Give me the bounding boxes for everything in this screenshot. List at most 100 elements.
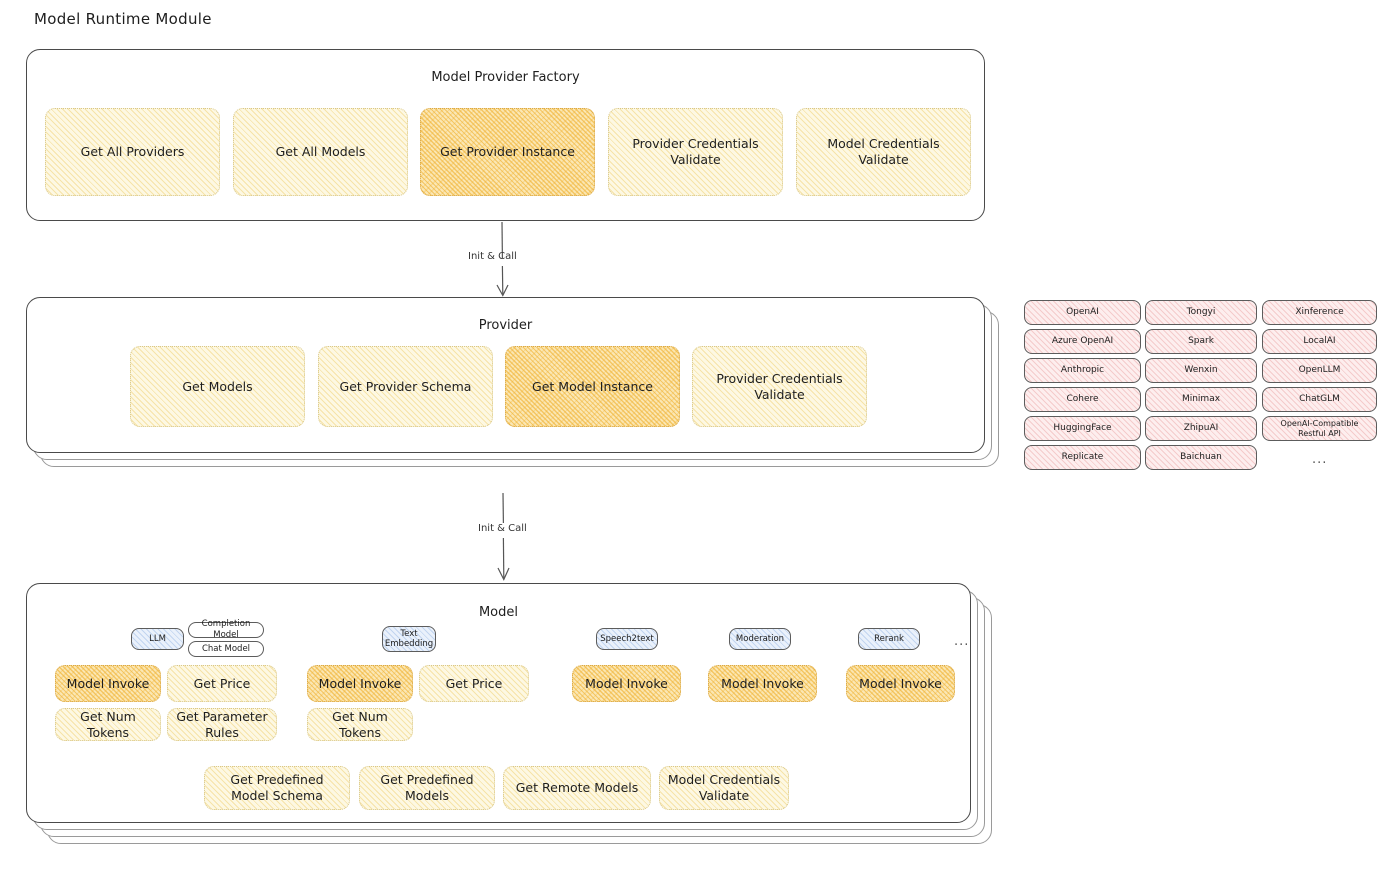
provider-tag-openai-compatible-restful-api[interactable]: OpenAI-Compatible Restful API: [1262, 416, 1377, 441]
method-label: Get Num Tokens: [332, 708, 388, 740]
model-type-label: Moderation: [735, 633, 785, 644]
provider-method-label: Provider Credentials Validate: [716, 370, 843, 402]
arrow-icon: [496, 221, 509, 297]
llm-method-model-invoke[interactable]: Model Invoke: [55, 665, 161, 702]
provider-tag-tongyi[interactable]: Tongyi: [1145, 300, 1257, 325]
factory-method-label: Get All Providers: [80, 144, 185, 160]
model-shared-method-get-remote-models[interactable]: Get Remote Models: [503, 766, 651, 810]
provider-tag-label: Cohere: [1066, 393, 1099, 404]
method-label: Get Parameter Rules: [176, 708, 268, 740]
method-label: Get Predefined Models: [380, 772, 474, 803]
provider-tag-zhipuai[interactable]: ZhipuAI: [1145, 416, 1257, 441]
method-label: Model Invoke: [66, 675, 150, 691]
factory-method-get-all-providers[interactable]: Get All Providers: [45, 108, 220, 196]
model-subtype-chat-model[interactable]: Chat Model: [188, 641, 264, 657]
provider-method-label: Get Models: [182, 378, 253, 394]
method-label: Get Remote Models: [515, 780, 639, 796]
provider-tag-label: Minimax: [1181, 393, 1221, 404]
provider-tag-label: OpenLLM: [1298, 364, 1341, 375]
text-embedding-method-model-invoke[interactable]: Model Invoke: [307, 665, 413, 702]
provider-tag-label: Wenxin: [1184, 364, 1218, 375]
provider-tag-replicate[interactable]: Replicate: [1024, 445, 1141, 470]
provider-tag-huggingface[interactable]: HuggingFace: [1024, 416, 1141, 441]
method-label: Get Predefined Model Schema: [230, 772, 324, 803]
provider-tag-openai[interactable]: OpenAI: [1024, 300, 1141, 325]
provider-tag-label: Anthropic: [1060, 364, 1105, 375]
text-embedding-method-get-num-tokens[interactable]: Get Num Tokens: [307, 708, 413, 741]
moderation-method-model-invoke[interactable]: Model Invoke: [708, 665, 817, 702]
model-shared-method-get-predefined-model-schema[interactable]: Get Predefined Model Schema: [204, 766, 350, 810]
model-types-more: ...: [954, 634, 970, 649]
provider-tag-label: ChatGLM: [1299, 393, 1340, 404]
method-label: Get Price: [445, 675, 503, 691]
provider-tag-xinference[interactable]: Xinference: [1262, 300, 1377, 325]
provider-tag-label: OpenAI: [1066, 306, 1099, 317]
provider-tag-label: Spark: [1188, 335, 1214, 346]
provider-list-more: ...: [1312, 452, 1328, 467]
provider-tag-localai[interactable]: LocalAI: [1262, 329, 1377, 354]
provider-tag-cohere[interactable]: Cohere: [1024, 387, 1141, 412]
provider-tag-label: LocalAI: [1303, 335, 1336, 346]
llm-method-get-parameter-rules[interactable]: Get Parameter Rules: [167, 708, 277, 741]
model-type-label: LLM: [149, 633, 166, 644]
factory-method-label: Model Credentials Validate: [827, 136, 940, 167]
provider-method-label: Get Model Instance: [532, 378, 653, 394]
factory-method-label: Provider Credentials Validate: [632, 136, 759, 167]
llm-method-get-price[interactable]: Get Price: [167, 665, 277, 702]
method-label: Model Invoke: [318, 675, 402, 691]
provider-tag-label: Tongyi: [1186, 306, 1216, 317]
model-type-tag-rerank[interactable]: Rerank: [858, 628, 920, 650]
factory-method-provider-credentials-validate[interactable]: Provider Credentials Validate: [608, 108, 783, 196]
text-embedding-method-get-price[interactable]: Get Price: [419, 665, 529, 702]
arrow-icon: [497, 492, 510, 581]
provider-tag-label: ZhipuAI: [1183, 422, 1219, 433]
provider-method-get-model-instance[interactable]: Get Model Instance: [505, 346, 680, 427]
method-label: Model Invoke: [721, 675, 804, 691]
model-title: Model: [478, 605, 519, 620]
provider-method-label: Get Provider Schema: [339, 378, 472, 394]
provider-tag-spark[interactable]: Spark: [1145, 329, 1257, 354]
provider-card: Provider Get Models Get Provider Schema …: [26, 297, 985, 453]
provider-tag-minimax[interactable]: Minimax: [1145, 387, 1257, 412]
model-shared-method-model-credentials-validate[interactable]: Model Credentials Validate: [659, 766, 789, 810]
model-type-label: Speech2text: [600, 633, 654, 644]
model-type-tag-speech2text[interactable]: Speech2text: [596, 628, 658, 650]
page-title: Model Runtime Module: [34, 10, 212, 28]
model-subtype-label: Completion Model: [201, 619, 251, 640]
model-type-tag-text-embedding[interactable]: Text Embedding: [382, 626, 436, 652]
method-label: Model Credentials Validate: [667, 772, 781, 803]
provider-method-get-provider-schema[interactable]: Get Provider Schema: [318, 346, 493, 427]
provider-tag-label: Baichuan: [1180, 451, 1222, 462]
provider-method-provider-credentials-validate[interactable]: Provider Credentials Validate: [692, 346, 867, 427]
model-type-tag-moderation[interactable]: Moderation: [729, 628, 791, 650]
factory-method-label: Get Provider Instance: [440, 144, 575, 160]
factory-method-label: Get All Models: [275, 144, 366, 160]
arrow-label: Init & Call: [468, 251, 517, 262]
llm-method-get-num-tokens[interactable]: Get Num Tokens: [55, 708, 161, 741]
provider-tag-chatglm[interactable]: ChatGLM: [1262, 387, 1377, 412]
provider-tag-azure-openai[interactable]: Azure OpenAI: [1024, 329, 1141, 354]
provider-tag-label: Azure OpenAI: [1051, 335, 1114, 346]
provider-title: Provider: [478, 318, 533, 333]
provider-tag-wenxin[interactable]: Wenxin: [1145, 358, 1257, 383]
provider-method-get-models[interactable]: Get Models: [130, 346, 305, 427]
model-type-label: Text Embedding: [384, 628, 434, 649]
speech2text-method-model-invoke[interactable]: Model Invoke: [572, 665, 681, 702]
provider-tag-baichuan[interactable]: Baichuan: [1145, 445, 1257, 470]
factory-method-get-all-models[interactable]: Get All Models: [233, 108, 408, 196]
model-provider-factory-title: Model Provider Factory: [431, 70, 580, 85]
arrow-label: Init & Call: [478, 523, 527, 534]
factory-method-get-provider-instance[interactable]: Get Provider Instance: [420, 108, 595, 196]
model-shared-method-get-predefined-models[interactable]: Get Predefined Models: [359, 766, 495, 810]
rerank-method-model-invoke[interactable]: Model Invoke: [846, 665, 955, 702]
factory-method-model-credentials-validate[interactable]: Model Credentials Validate: [796, 108, 971, 196]
model-provider-factory-card: Model Provider Factory Get All Providers…: [26, 49, 985, 221]
model-type-tag-llm[interactable]: LLM: [131, 628, 184, 650]
provider-tag-label: Replicate: [1061, 451, 1104, 462]
model-subtype-completion-model[interactable]: Completion Model: [188, 619, 264, 640]
method-label: Model Invoke: [859, 675, 942, 691]
model-subtype-label: Chat Model: [201, 643, 251, 654]
provider-tag-anthropic[interactable]: Anthropic: [1024, 358, 1141, 383]
provider-tag-openllm[interactable]: OpenLLM: [1262, 358, 1377, 383]
arrow-factory-to-provider: Init & Call: [468, 221, 540, 300]
